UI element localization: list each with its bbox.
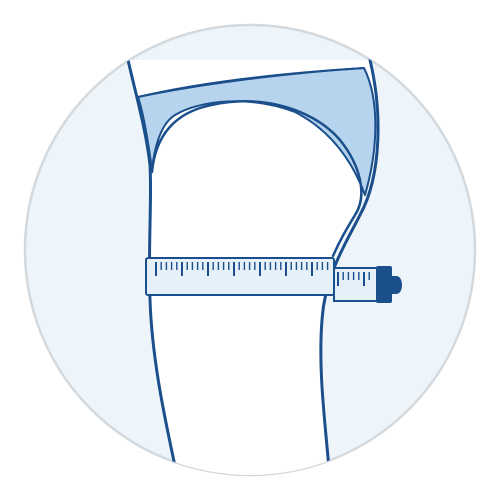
buttock-outline — [150, 100, 363, 258]
waistline — [137, 67, 365, 98]
tape-case-knob — [392, 276, 402, 294]
leg-left-outline — [126, 58, 180, 475]
tape-extension-ticks — [337, 272, 370, 286]
tape-band — [145, 257, 335, 296]
measuring-tape-icon — [145, 257, 402, 303]
tape-extension — [333, 267, 379, 302]
tape-ticks — [155, 262, 329, 276]
leg-right-outline — [319, 58, 380, 475]
tape-case — [376, 266, 392, 303]
